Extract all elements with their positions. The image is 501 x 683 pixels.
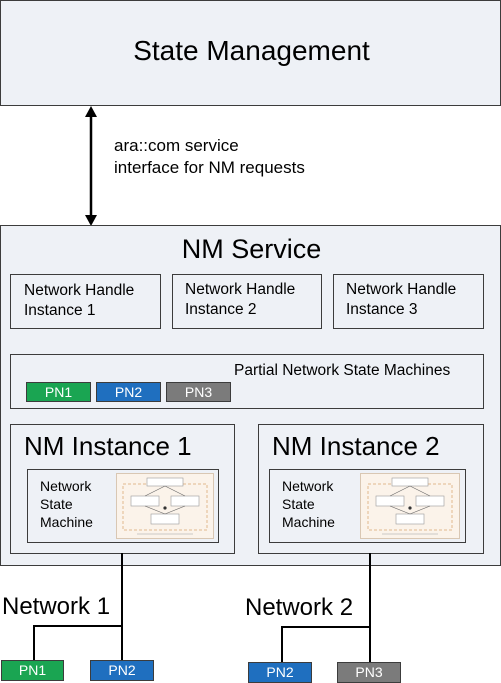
state-machine-diagram-thumbnail (116, 473, 214, 539)
connection-label: ara::com service interface for NM reques… (114, 135, 305, 179)
network-handle-3-label: Network Handle Instance 3 (346, 280, 456, 320)
network-2-pn2-badge: PN2 (248, 662, 312, 683)
bidirectional-arrow (85, 106, 97, 226)
partial-network-title: Partial Network State Machines (234, 362, 451, 379)
state-management-title: State Management (133, 35, 370, 66)
state-machine-2-line3: Machine (282, 514, 335, 530)
nm-instance-2: NM Instance 2 Network State Machine (258, 424, 484, 554)
network-state-machine-2: Network State Machine (269, 469, 466, 543)
partial-network-state-machines: Partial Network State Machines PN1 PN2 P… (10, 354, 484, 409)
network-handle-2-line1: Network Handle (185, 281, 296, 298)
pn3-badge: PN3 (166, 382, 231, 402)
state-machine-2-line2: State (282, 496, 315, 512)
nm-service-box: NM Service Network Handle Instance 1 Net… (0, 225, 501, 566)
network-1-drop-pn1 (33, 625, 35, 660)
state-machine-2-line1: Network (282, 478, 334, 494)
nm-service-title: NM Service (181, 234, 322, 264)
network-1-pn2-badge: PN2 (90, 660, 154, 681)
network-handle-2-line2: Instance 2 (185, 301, 257, 318)
state-machine-1-line1: Network (40, 478, 92, 494)
state-machine-2-label: Network State Machine (282, 477, 335, 531)
network-1-bus (33, 625, 123, 627)
network-handle-3: Network Handle Instance 3 (333, 274, 484, 329)
pn1-badge: PN1 (26, 382, 91, 402)
network-2-label: Network 2 (245, 594, 356, 622)
network-2-bus (281, 626, 371, 628)
network-1-label: Network 1 (2, 593, 113, 621)
network-handle-1: Network Handle Instance 1 (10, 274, 161, 329)
network-2-trunk (369, 553, 371, 662)
network-state-machine-1: Network State Machine (27, 469, 219, 543)
connection-label-line2: interface for NM requests (114, 158, 305, 177)
pn2-badge: PN2 (96, 382, 161, 402)
network-2-pn3-badge: PN3 (337, 662, 401, 683)
network-handle-2-label: Network Handle Instance 2 (185, 280, 295, 320)
network-handle-1-line1: Network Handle (24, 282, 135, 299)
nm-instance-1: NM Instance 1 Network State Machine (10, 424, 235, 554)
network-handle-3-line2: Instance 3 (346, 301, 418, 318)
state-management-box: State Management (0, 0, 501, 106)
state-machine-diagram-thumbnail (360, 473, 460, 539)
network-handle-1-line2: Instance 1 (24, 302, 96, 319)
network-1-pn1-badge: PN1 (1, 660, 64, 681)
network-handle-1-label: Network Handle Instance 1 (24, 281, 134, 321)
nm-instance-1-title: NM Instance 1 (24, 431, 192, 461)
state-machine-1-line2: State (40, 496, 73, 512)
state-machine-1-line3: Machine (40, 514, 93, 530)
nm-instance-2-title: NM Instance 2 (272, 431, 440, 461)
connection-label-line1: ara::com service (114, 136, 239, 155)
network-handle-3-line1: Network Handle (346, 281, 457, 298)
network-2-drop-pn2 (281, 626, 283, 662)
network-1-trunk (121, 553, 123, 660)
state-machine-1-label: Network State Machine (40, 477, 93, 531)
network-handle-2: Network Handle Instance 2 (172, 274, 322, 329)
